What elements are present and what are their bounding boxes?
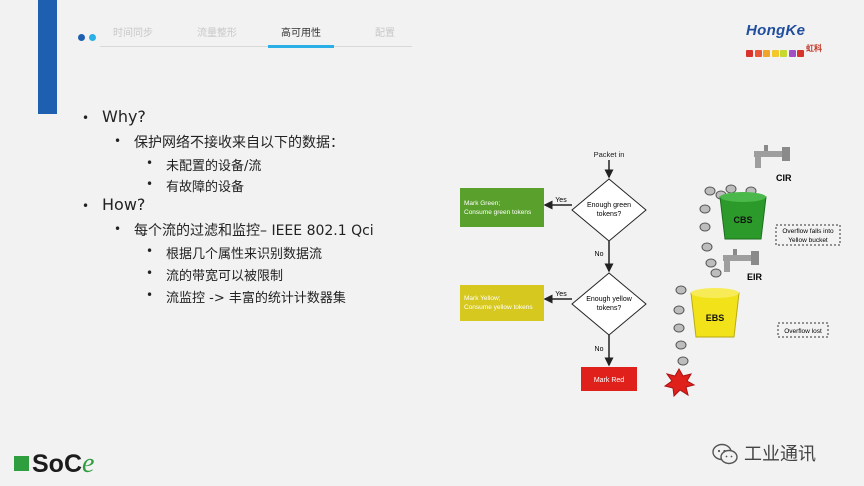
bullet-dot: •	[82, 199, 90, 213]
overflow-lost-label: Overflow lost	[784, 328, 822, 335]
mark-yellow-box	[460, 285, 544, 321]
logo-square	[771, 50, 779, 57]
bullet-dot: •	[82, 111, 90, 125]
nav-dot	[89, 34, 96, 41]
bullet-dot: •	[114, 222, 122, 236]
bullet-dot: •	[146, 244, 154, 258]
active-tab-indicator	[268, 45, 334, 48]
decision-yellow	[571, 272, 647, 336]
ebs-bucket-top	[691, 288, 739, 298]
decision-green-line2: tokens?	[597, 211, 622, 218]
bullet-dot: •	[146, 156, 154, 170]
bullet-how-sub: 每个流的过滤和监控– IEEE 802.1 Qci	[134, 223, 374, 239]
bullet-why-item-1: 未配置的设备/流	[166, 159, 262, 174]
tab-time-sync[interactable]: 时间同步	[113, 28, 153, 39]
soce-logo: SoCe	[14, 448, 94, 480]
logo-square	[788, 50, 796, 57]
nav-dots	[78, 26, 100, 45]
nav-divider	[100, 46, 412, 47]
ebs-label: EBS	[706, 313, 725, 323]
overflow-yellow-line1: Overflow falls into	[782, 228, 834, 235]
logo-squares	[746, 42, 836, 57]
no-label-2: No	[595, 346, 604, 353]
wechat-account: 工业通讯	[712, 440, 816, 466]
bullet-how-item-1: 根据几个属性来识别数据流	[166, 247, 323, 262]
decision-yellow-line2: tokens?	[597, 305, 622, 312]
cir-label: CIR	[776, 173, 792, 183]
decision-green-line1: Enough green	[587, 202, 631, 209]
mark-yellow-line1: Mark Yellow;	[464, 295, 501, 302]
cbs-bucket-top	[720, 192, 766, 202]
accent-bar	[38, 0, 57, 114]
token-bucket-diagram: Packet in Enough green tokens? Yes Mark …	[460, 145, 841, 398]
mark-green-box	[460, 188, 544, 227]
bullet-dot: •	[146, 266, 154, 280]
bullet-how-item-3: 流监控 -> 丰富的统计计数器集	[166, 291, 346, 306]
packet-in-label: Packet in	[594, 150, 625, 159]
hongke-logo: HongKe 虹科	[746, 22, 836, 57]
tab-traffic-shaping[interactable]: 流量整形	[197, 28, 237, 39]
bullet-how: How?	[102, 195, 146, 214]
mark-green-line1: Mark Green;	[464, 200, 500, 207]
wechat-account-name: 工业通讯	[744, 444, 816, 465]
tab-configuration[interactable]: 配置	[375, 28, 395, 39]
eir-tap-icon	[723, 249, 759, 272]
bullet-why-sub: 保护网络不接收来自以下的数据：	[134, 135, 344, 151]
logo-square	[746, 50, 753, 57]
wechat-icon	[712, 443, 738, 465]
no-label-1: No	[595, 251, 604, 258]
chip-icon	[14, 456, 29, 471]
overflow-lost-box	[777, 322, 829, 338]
nav-dot	[78, 34, 85, 41]
section-nav: 时间同步 流量整形 高可用性 配置	[78, 20, 412, 48]
bullet-how-item-2: 流的带宽可以被限制	[166, 269, 284, 284]
cbs-label: CBS	[733, 215, 752, 225]
logo-cn: 虹科	[806, 44, 822, 53]
mark-red-label: Mark Red	[594, 377, 624, 384]
bullet-why: Why?	[102, 107, 146, 126]
overflow-yellow-box	[775, 224, 841, 246]
decision-green	[571, 178, 647, 242]
mark-yellow-line2: Consume yellow tokens	[464, 304, 533, 311]
soce-brand-e: e	[82, 448, 95, 479]
decision-yellow-line1: Enough yellow	[586, 296, 632, 303]
cir-tap-icon	[754, 145, 790, 168]
logo-square	[780, 50, 787, 57]
logo-text: HongKe	[746, 22, 806, 39]
tab-high-availability[interactable]: 高可用性	[281, 28, 321, 39]
yes-label-2: Yes	[555, 291, 567, 298]
bullet-dot: •	[114, 134, 122, 148]
dropped-packet-burst-icon	[663, 367, 696, 398]
soce-brand-main: SoC	[32, 450, 82, 478]
logo-square	[797, 50, 804, 57]
overflow-yellow-line2: Yellow bucket	[788, 237, 828, 244]
eir-label: EIR	[747, 272, 763, 282]
bullet-why-item-2: 有故障的设备	[166, 180, 245, 195]
yes-label-1: Yes	[555, 197, 567, 204]
mark-green-line2: Consume green tokens	[464, 209, 532, 216]
bullet-dot: •	[146, 177, 154, 191]
logo-square	[754, 50, 762, 57]
mark-red-box	[581, 367, 637, 391]
logo-square	[763, 50, 770, 57]
bullet-dot: •	[146, 288, 154, 302]
